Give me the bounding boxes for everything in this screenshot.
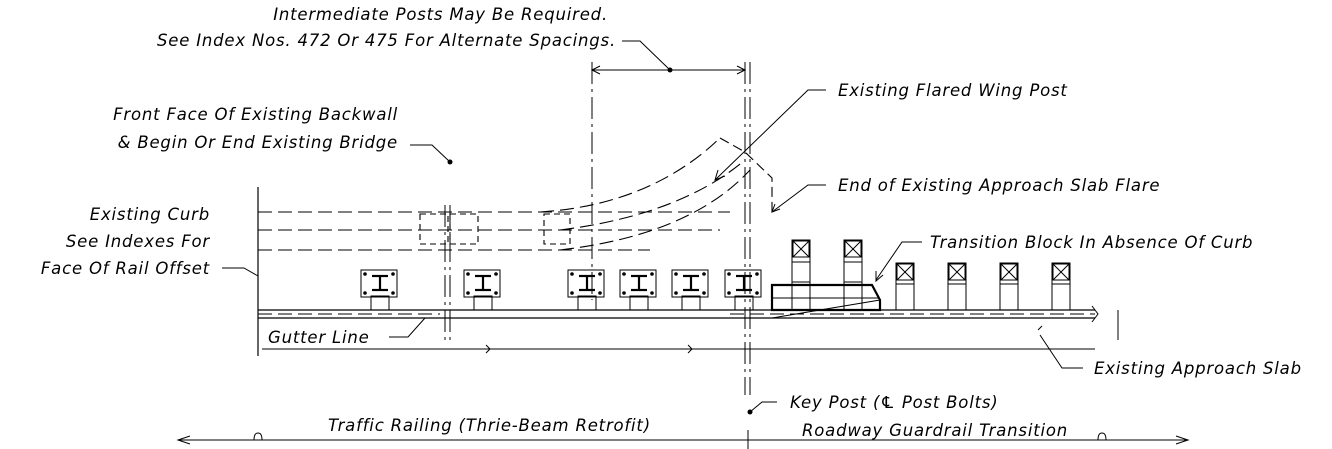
bottom-dimension-line (176, 430, 1190, 449)
curb-label-line2: See Indexes For (66, 232, 211, 251)
centerlines (444, 62, 751, 395)
gutter-line-label: Gutter Line (268, 328, 370, 347)
retrofit-post-2 (463, 269, 501, 311)
retrofit-post-3 (567, 269, 605, 311)
transition-block-label: Transition Block In Absence Of Curb (930, 233, 1253, 252)
traffic-railing-label: Traffic Railing (Thrie-Beam Retrofit) (328, 416, 651, 435)
curb-label-line3: Face Of Rail Offset (41, 259, 210, 278)
existing-flared-wing-post (539, 137, 773, 251)
transition-post-3 (895, 262, 915, 311)
retrofit-post-5 (671, 269, 709, 311)
transition-block (770, 283, 882, 319)
roadway-transition-label: Roadway Guardrail Transition (802, 421, 1068, 440)
backwall-label-line1: Front Face Of Existing Backwall (113, 105, 398, 124)
transition-post-5 (999, 262, 1019, 311)
approach-slab-flare-label: End of Existing Approach Slab Flare (838, 176, 1160, 195)
transition-post-6 (1051, 262, 1071, 311)
pavement-lines (258, 305, 1119, 354)
key-post-label: Key Post (℄ Post Bolts) (790, 393, 998, 412)
curb-label-line1: Existing Curb (90, 205, 210, 224)
intermediate-posts-label: Intermediate Posts May Be Required. (273, 5, 608, 24)
flared-wing-post-label: Existing Flared Wing Post (838, 81, 1068, 100)
existing-approach-slab-label: Existing Approach Slab (1094, 359, 1302, 378)
annotation-labels: Intermediate Posts May Be Required. See … (41, 5, 1302, 440)
retrofit-post-4 (619, 269, 657, 311)
transition-post-1 (791, 239, 811, 311)
retrofit-post-1 (360, 269, 398, 311)
leader-lines (222, 40, 1083, 415)
transition-post-4 (947, 262, 967, 311)
alternate-spacings-label: See Index Nos. 472 Or 475 For Alternate … (157, 31, 616, 50)
backwall-label-line2: & Begin Or End Existing Bridge (118, 133, 398, 152)
transition-post-2 (843, 239, 863, 311)
retrofit-post-6 (724, 269, 762, 311)
